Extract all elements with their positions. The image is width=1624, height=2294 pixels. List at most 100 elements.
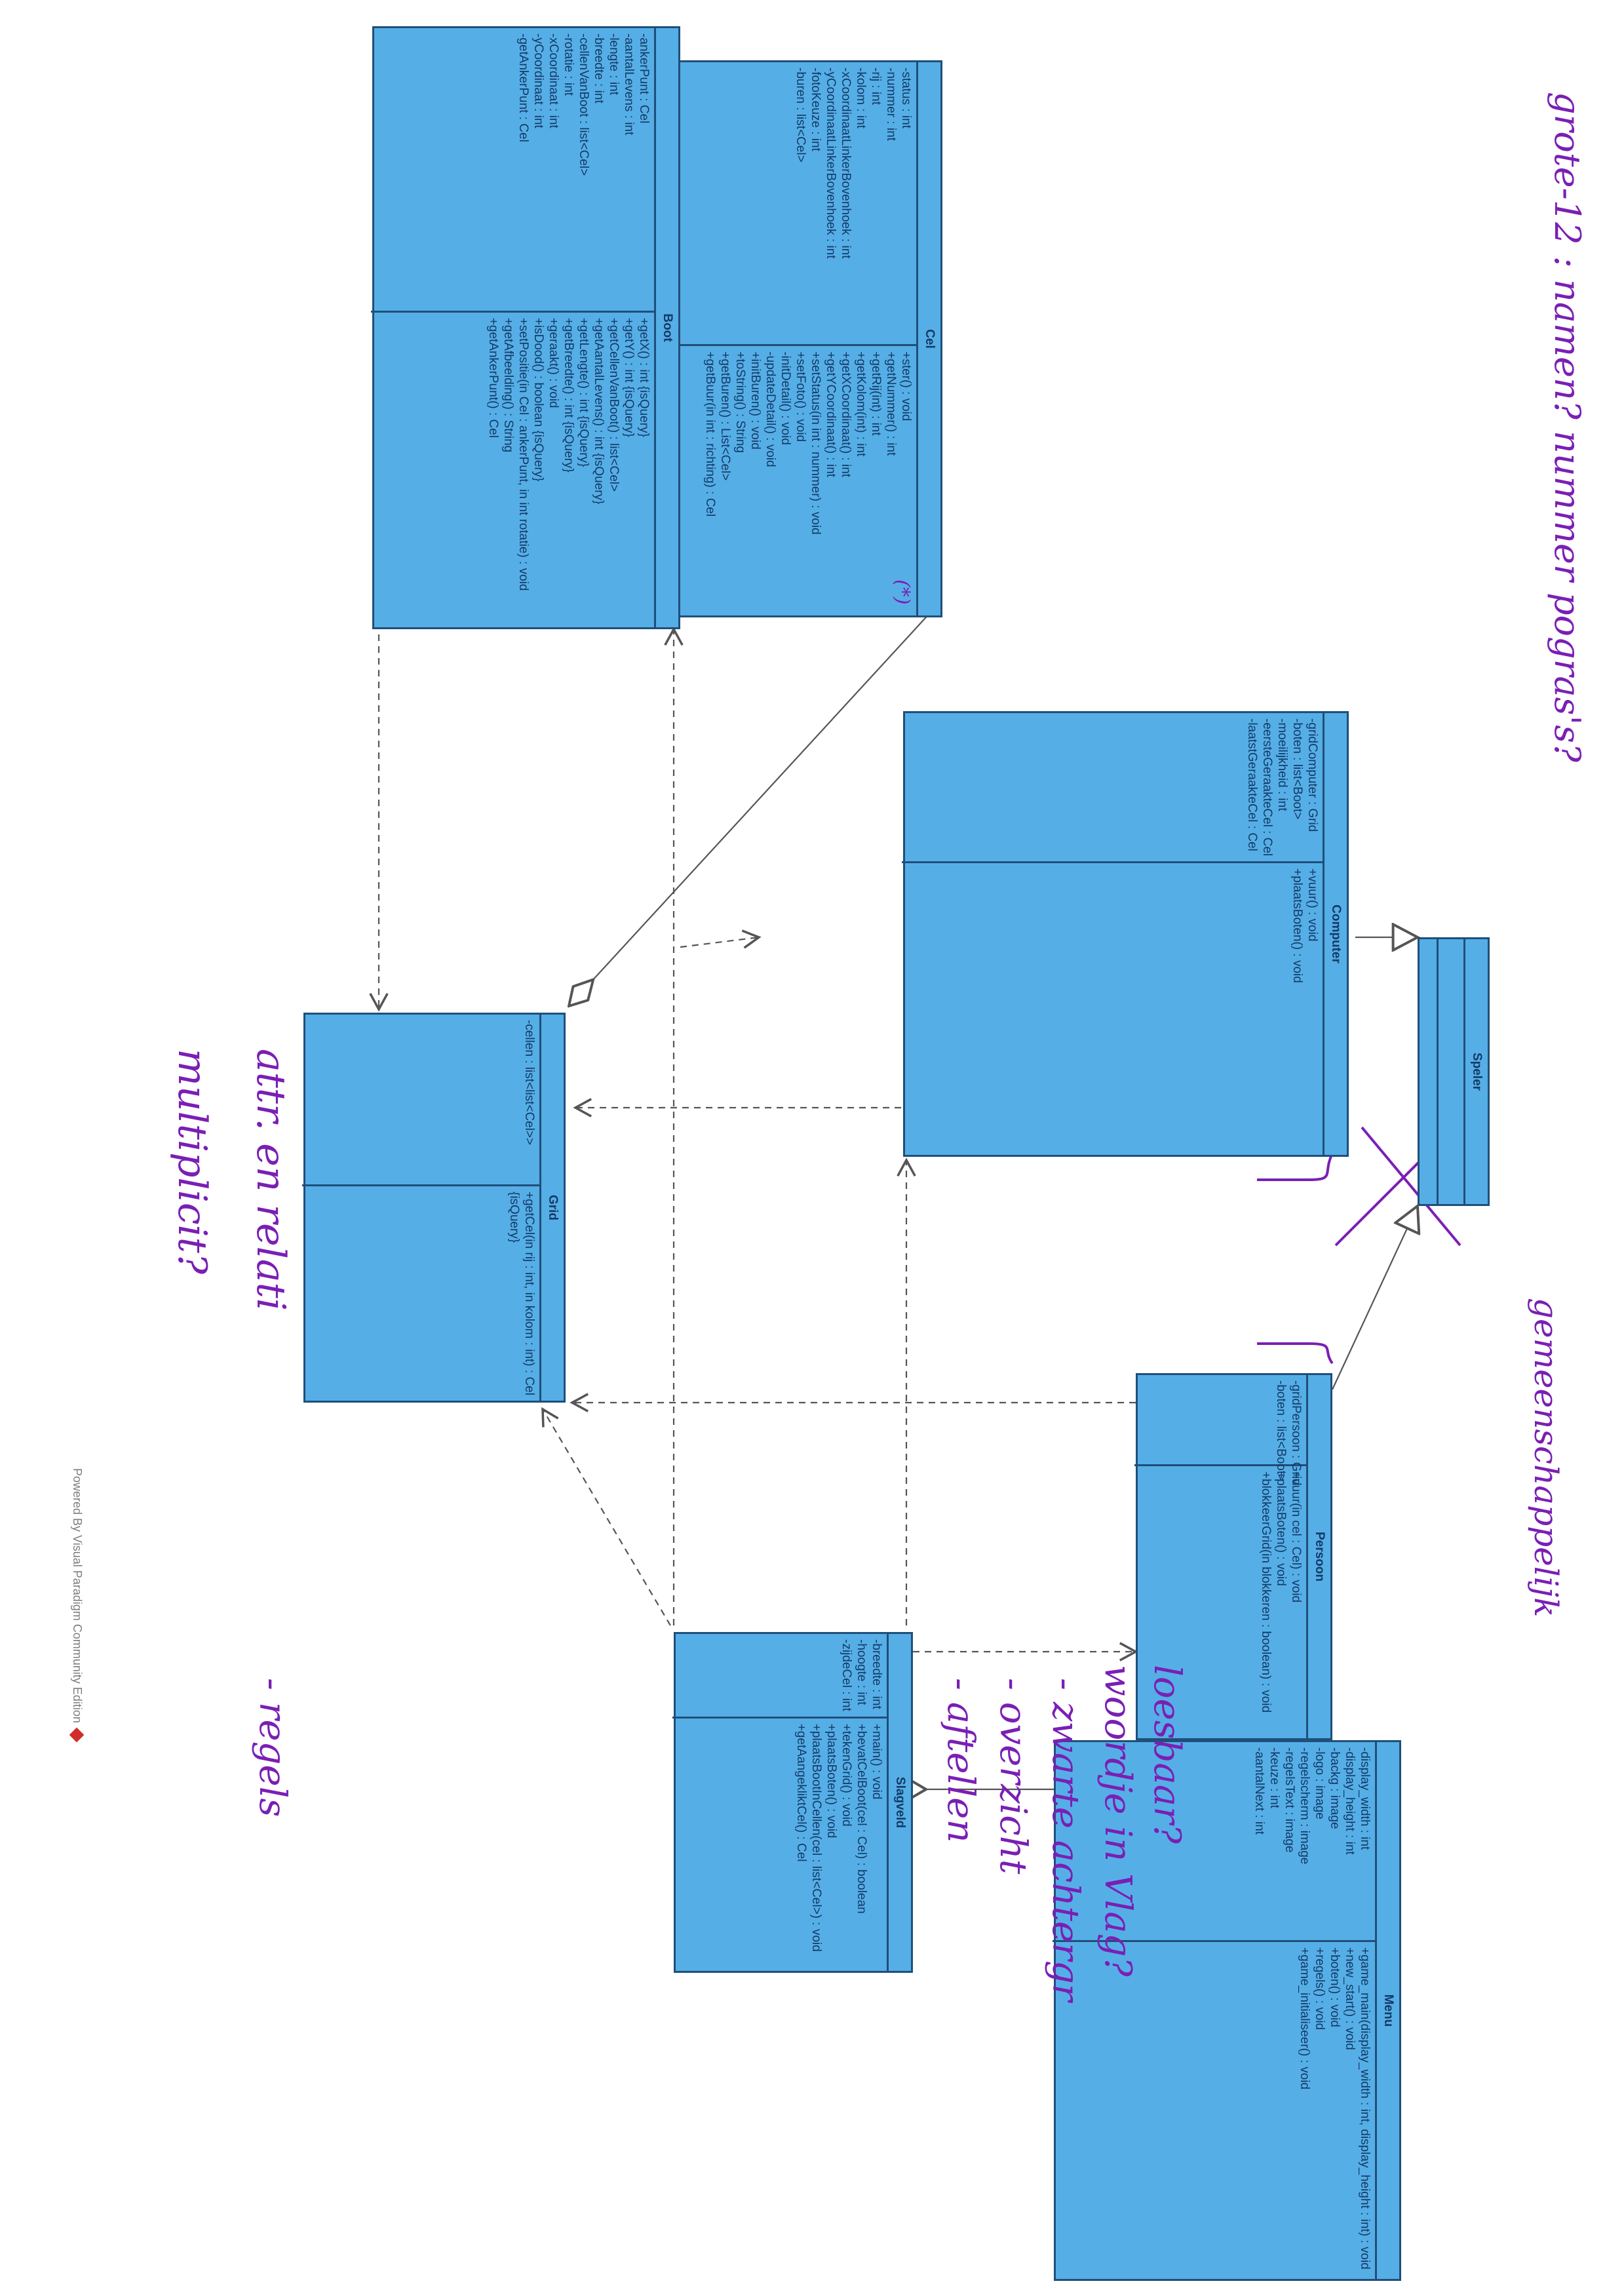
- class-box: Cel -status : int -nummer : int -rij : i…: [666, 60, 942, 617]
- attribute: -yCoordinaat : int: [532, 33, 545, 128]
- operation-list: +ster() : void +getNummer() : int +getRi…: [666, 346, 916, 615]
- operation: +vuur() : void: [1305, 868, 1319, 942]
- attribute: -buren : list<Cel>: [794, 68, 807, 163]
- handwritten-note: (*): [891, 579, 914, 605]
- operation: +game_main(display_width : int, display_…: [1358, 1947, 1372, 2270]
- operation: +regels() : void: [1313, 1947, 1326, 2031]
- operation: +new_start() : void: [1343, 1947, 1357, 2050]
- operation: +ster() : void: [899, 351, 913, 421]
- class-box: Grid -cellen : list<list<Cel>> +getCel(i…: [302, 1013, 566, 1403]
- attribute-list: -gridComputer : Grid -boten : list<Boot>…: [902, 713, 1323, 863]
- operation: +plaatsBootInCellen(cel : list<Cel>) : v…: [809, 1723, 823, 1952]
- attribute: -getAnkerPunt : Cel: [516, 33, 530, 142]
- operation: +isDood() : boolean {isQuery}: [532, 317, 545, 482]
- operation: +boten() : void: [1328, 1947, 1342, 2027]
- class-name: Persoon: [1306, 1375, 1330, 1738]
- edge-slagveld-grid: [541, 1407, 671, 1626]
- operation: -updateDetail() : void: [764, 351, 777, 467]
- attribute: -lengte : int: [607, 33, 621, 95]
- operation-list: +vuur() : void +plaatsBoten() : void: [902, 863, 1323, 1155]
- attribute: -cellenVanBoot : list<Cel>: [577, 33, 590, 176]
- attribute: -hoogte : int: [855, 1639, 868, 1705]
- class-box: Computer -gridComputer : Grid -boten : l…: [902, 711, 1349, 1157]
- visual-paradigm-logo: [69, 1727, 85, 1743]
- attribute: -aantalLevens : int: [622, 33, 636, 136]
- operation: +getX() : int {isQuery}: [637, 317, 651, 437]
- attribute: -ankerPunt : Cel: [637, 33, 651, 124]
- attribute: -laatstGeraakteCel : Cel: [1245, 718, 1259, 851]
- operation: +getAfbeelding() : String: [501, 317, 515, 453]
- attribute: -gridComputer : Grid: [1305, 718, 1319, 832]
- operation: +blokkeerGrid(in blokkeren : boolean) : …: [1259, 1471, 1273, 1713]
- attribute: -display_height : int: [1343, 1747, 1357, 1855]
- operation: +getY() : int {isQuery}: [622, 317, 636, 437]
- attribute: -breedte : int: [870, 1639, 883, 1709]
- handwritten-note: - aftellen: [939, 1678, 982, 1843]
- attribute: -display_width : int: [1358, 1747, 1372, 1850]
- class-box: Boot -ankerPunt : Cel -aantalLevens : in…: [371, 26, 680, 629]
- footer-watermark: Powered By Visual Paradigm Community Edi…: [69, 1468, 85, 1743]
- attribute: -cellen : list<list<Cel>>: [522, 1020, 536, 1146]
- handwritten-note: gemeenschappelijk: [1527, 1298, 1565, 1618]
- operation: +getXCoordinaat() : int: [839, 351, 853, 478]
- attribute-list: -ankerPunt : Cel -aantalLevens : int -le…: [371, 28, 654, 313]
- operation: +toString() : String: [733, 351, 747, 454]
- operation: +getAantalLevens() : int {isQuery}: [592, 317, 606, 505]
- footer-text: Powered By Visual Paradigm Community Edi…: [71, 1468, 84, 1723]
- attribute: -keuze : int: [1267, 1747, 1281, 1808]
- attribute: -aantalNext : int: [1252, 1747, 1266, 1835]
- operation: -initDetail() : void: [779, 351, 792, 445]
- attribute: -logo : image: [1313, 1747, 1326, 1819]
- attribute: -moeilijkheid : int: [1275, 718, 1289, 811]
- operation-list: +getX() : int {isQuery} +getY() : int {i…: [371, 313, 654, 627]
- attribute-list: -status : int -nummer : int -rij : int -…: [666, 62, 916, 347]
- operation: +getKolom(int) : int: [854, 351, 868, 457]
- operation: +getLengte() : int {isQuery}: [577, 317, 590, 467]
- operation: +getBuur(in int : richting) : Cel: [703, 351, 717, 517]
- handwritten-note: - zwarte achtergr: [1044, 1678, 1087, 2002]
- attribute: -nummer : int: [884, 68, 898, 141]
- operation: +getCellenVanBoot() : list<Cel>: [607, 317, 621, 492]
- attribute: -zijdeCel : int: [840, 1639, 853, 1711]
- attribute: -backg : image: [1328, 1747, 1342, 1829]
- attribute: -xCoordinaatLinkerBovenhoek : int: [839, 68, 853, 259]
- attribute: -eersteGeraakteCel : Cel: [1260, 718, 1274, 857]
- attribute: -kolom : int: [854, 68, 868, 128]
- operation: +geraakt() : void: [547, 317, 560, 408]
- class-name: Grid: [539, 1015, 564, 1401]
- operation: +bevatCelBoot(cel : Cel) : boolean: [855, 1723, 868, 1914]
- attribute: -status : int: [899, 68, 913, 128]
- class-name: Menu: [1375, 1742, 1399, 2279]
- operation: +plaatsBoten() : void: [824, 1723, 838, 1838]
- operation: +getCel(in rij : int, in kolom : int) : …: [507, 1191, 536, 1395]
- operation: +getYCoordinaat() : int: [824, 351, 838, 478]
- operation: +setFoto() : void: [794, 351, 807, 442]
- handwritten-note: attr. en relati: [248, 1049, 294, 1311]
- class-name: Slagveld: [887, 1634, 911, 1971]
- edge-boot-cel: [680, 929, 762, 949]
- operation: +setPositie(in Cel : ankerPunt, in int r…: [516, 317, 530, 591]
- attribute: -regelsText : image: [1283, 1747, 1296, 1853]
- handwritten-note: woordje in Vlag?: [1096, 1665, 1139, 1977]
- operation: +getNummer() : int: [884, 351, 898, 456]
- attribute-list: [1437, 939, 1463, 1204]
- operation-list: +main() : void +bevatCelBoot(cel : Cel) …: [672, 1719, 887, 1971]
- operation: +initBuren() : void: [748, 351, 762, 450]
- edge-persoon-speler: [1332, 1206, 1418, 1390]
- attribute: -rij : int: [869, 68, 883, 105]
- handwritten-note: loesbaar?: [1146, 1665, 1188, 1844]
- operation: +plaatsBoten() : void: [1274, 1471, 1288, 1586]
- attribute: -regelscherm : image: [1298, 1747, 1311, 1865]
- attribute: -fotoKeuze : int: [809, 68, 822, 151]
- operation: +getAangekliktCel() : Cel: [794, 1723, 808, 1862]
- operation-list: +getCel(in rij : int, in kolom : int) : …: [302, 1186, 539, 1401]
- attribute-list: -gridPersoon : Grid -boten : list<Boot>: [1134, 1375, 1306, 1486]
- class-name: Speler: [1463, 939, 1488, 1204]
- class-name: Computer: [1323, 713, 1347, 1155]
- class-name: Cel: [916, 62, 940, 615]
- operation: +game_initialiseer() : void: [1298, 1947, 1311, 2090]
- operation: +tekenGrid() : void: [840, 1723, 853, 1827]
- attribute: -boten : list<Boot>: [1290, 718, 1304, 820]
- operation: +getRij(int) : int: [869, 351, 883, 436]
- operation-list: [1418, 939, 1437, 1204]
